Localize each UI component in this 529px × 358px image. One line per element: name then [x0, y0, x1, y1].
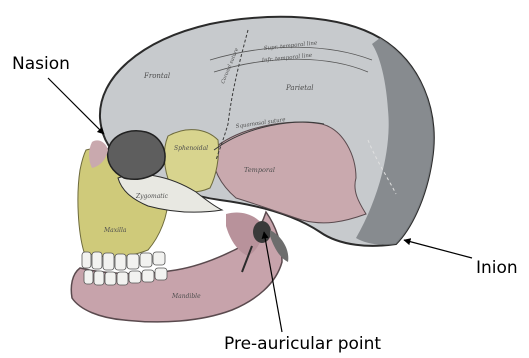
orbit [108, 131, 165, 179]
bone-label-temporal: Temporal [244, 166, 275, 174]
bone-label-sphenoidal: Sphenoidal [174, 145, 208, 152]
bone-label-zygomatic: Zygomatic [135, 193, 169, 200]
inion-arrow [404, 240, 472, 258]
nasion-arrow [48, 78, 104, 134]
bone-label-mandible: Mandible [171, 293, 201, 300]
inion-label: Inion [476, 258, 518, 278]
preauricular-point-label: Pre-auricular point [224, 334, 381, 354]
upper-teeth [82, 252, 165, 270]
ear-canal [253, 221, 271, 243]
bone-label-maxilla: Maxilla [103, 227, 127, 234]
bone-label-frontal: Frontal [143, 72, 170, 80]
bone-label-parietal: Parietal [285, 84, 314, 92]
nasion-label: Nasion [12, 54, 70, 74]
